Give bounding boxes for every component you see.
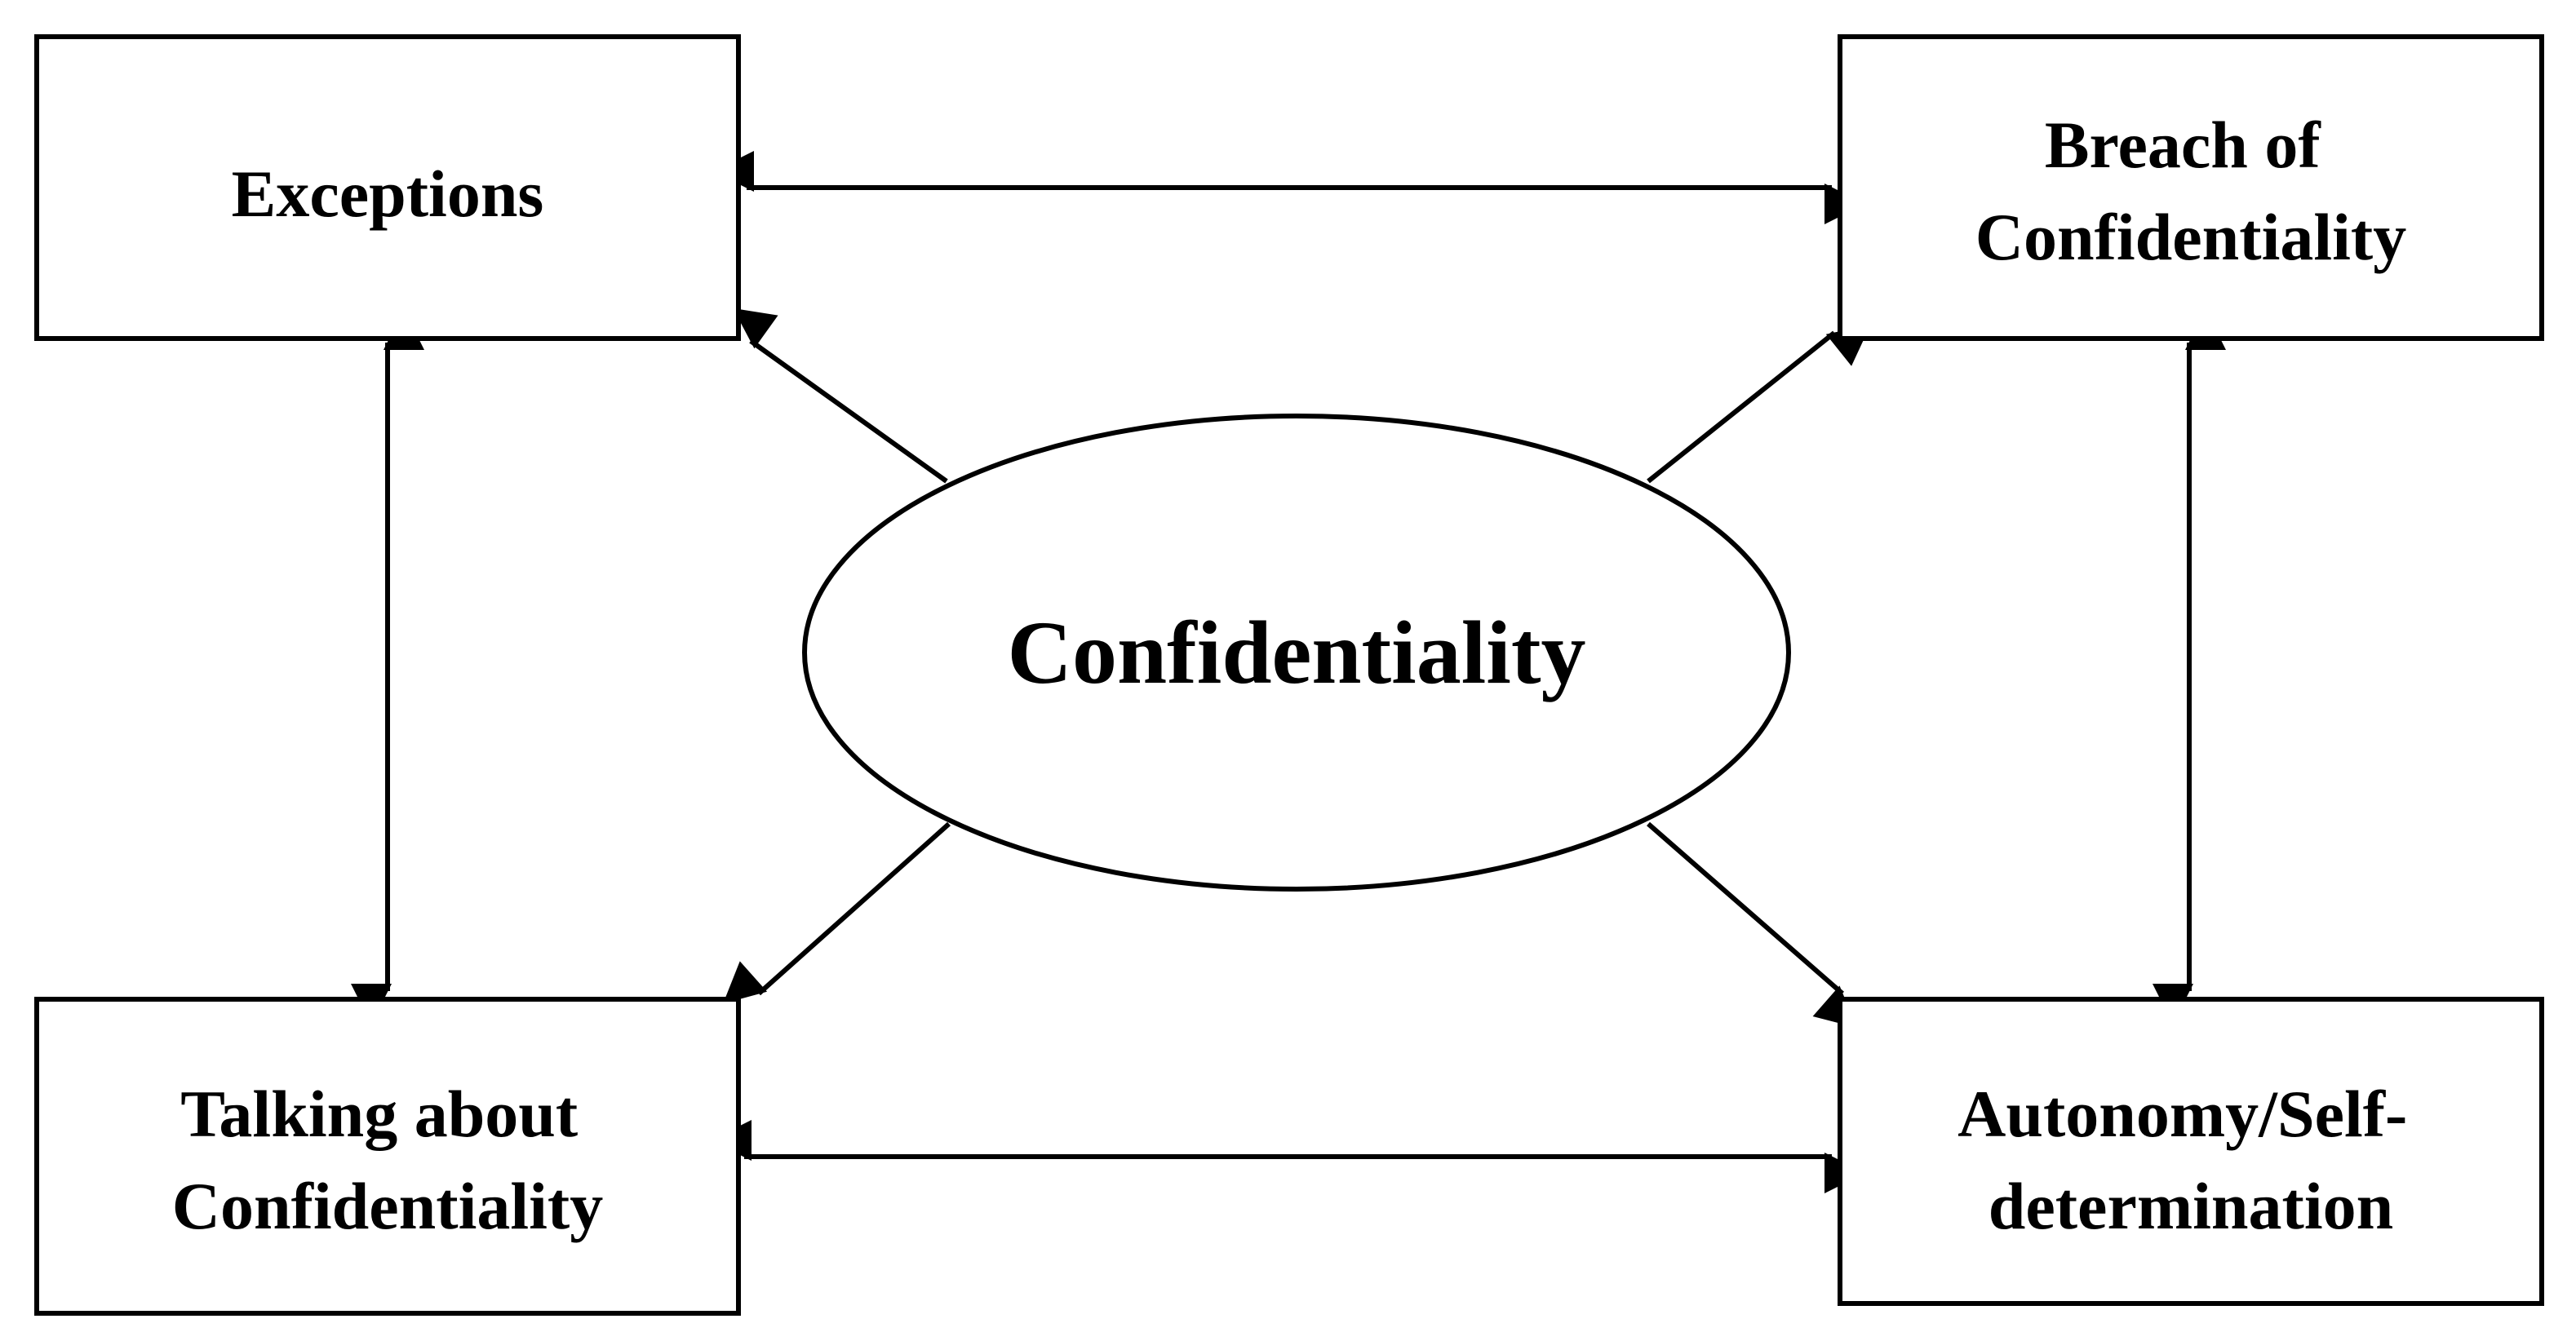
node-autonomy-label: Autonomy/Self- determination bbox=[1957, 1077, 2424, 1243]
node-autonomy-line-2: determination bbox=[1989, 1169, 2393, 1243]
node-breach-line-1: Breach of bbox=[2045, 108, 2322, 182]
node-autonomy-box bbox=[1838, 997, 2544, 1306]
node-autonomy-line-1: Autonomy/Self- bbox=[1957, 1077, 2407, 1151]
center-ellipse bbox=[802, 414, 1791, 892]
node-breach-box bbox=[1838, 34, 2544, 341]
edge-center-talking bbox=[723, 821, 951, 1004]
node-exceptions: Exceptions bbox=[34, 34, 741, 341]
node-breach: Breach of Confidentiality bbox=[1838, 34, 2544, 341]
node-talking-box bbox=[34, 997, 741, 1316]
edge-center-autonomy bbox=[1647, 821, 1857, 1029]
node-talking-line-1: Talking about bbox=[180, 1077, 578, 1151]
center-node: Confidentiality bbox=[802, 414, 1791, 892]
center-label: Confidentiality bbox=[1008, 603, 1586, 702]
node-talking: Talking about Confidentiality bbox=[34, 997, 741, 1316]
node-talking-line-2: Confidentiality bbox=[172, 1169, 603, 1243]
node-exceptions-box bbox=[34, 34, 741, 341]
edge-center-exceptions bbox=[733, 308, 948, 484]
node-talking-label: Talking about Confidentiality bbox=[172, 1077, 603, 1243]
node-exceptions-label: Exceptions bbox=[232, 157, 544, 231]
node-breach-line-2: Confidentiality bbox=[1975, 200, 2406, 274]
node-breach-label: Breach of Confidentiality bbox=[1975, 108, 2406, 274]
edge-center-breach bbox=[1647, 325, 1871, 484]
node-autonomy: Autonomy/Self- determination bbox=[1838, 997, 2544, 1306]
